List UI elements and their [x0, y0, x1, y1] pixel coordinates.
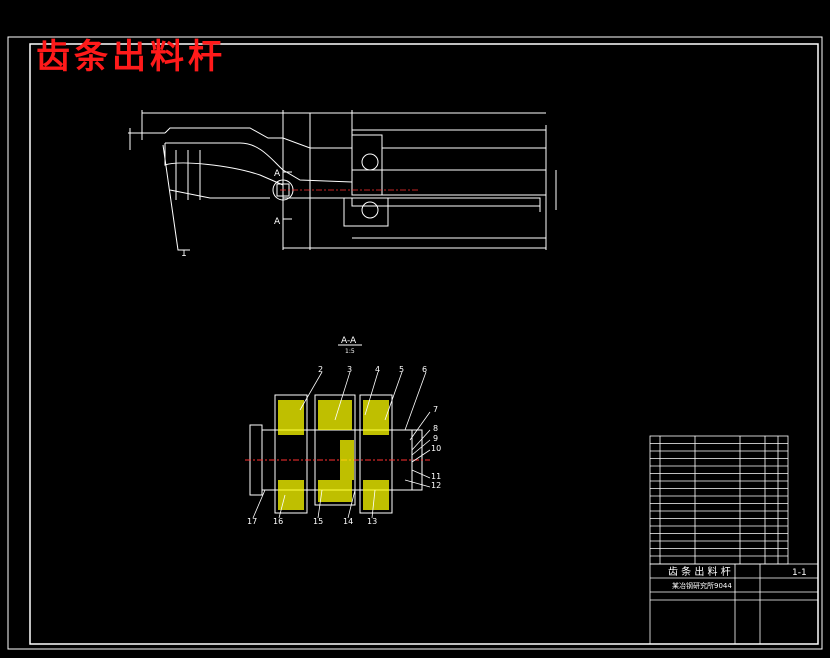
hatch-7: [340, 440, 354, 480]
arm-bottom-edge: [169, 189, 270, 199]
section-right-gear: [359, 394, 393, 514]
section-view: A-A 1:5: [245, 336, 441, 526]
callout-9: 9: [433, 434, 438, 443]
hatch-4: [318, 480, 352, 502]
pin-circle-upper: [361, 153, 379, 171]
inner-frame: [29, 43, 819, 645]
section-label: A-A: [341, 336, 357, 346]
leader-16: [278, 494, 286, 519]
leader-15: [317, 489, 323, 519]
pin-circle-lower: [361, 201, 379, 219]
title-block-sheet: 1-1: [792, 568, 807, 578]
leader-11: [411, 469, 431, 479]
callout-6: 6: [422, 365, 427, 374]
leader-6: [404, 371, 427, 431]
hatch-6: [363, 480, 389, 510]
leader-10: [411, 449, 431, 463]
callout-2: 2: [318, 365, 323, 374]
arm-top-edge: [164, 127, 352, 149]
title-block-frame: [649, 563, 819, 645]
title-block-text: 齿 条 出 料 杆 1-1 某冶钢研究所9044: [668, 565, 807, 590]
title-block-name: 齿 条 出 料 杆: [668, 565, 731, 578]
callout-17: 17: [247, 517, 257, 526]
section-arrows: [283, 171, 292, 220]
title-block-code: 某冶钢研究所9044: [672, 581, 732, 590]
main-view: [128, 110, 557, 251]
rack-bar-upper: [381, 147, 547, 171]
view-mark-a-top: A: [274, 169, 281, 179]
leader-3: [334, 371, 351, 421]
hatch-1: [278, 400, 304, 435]
hatch-3: [318, 400, 352, 430]
leader-2: [299, 371, 323, 411]
section-marks: A A 1: [181, 169, 281, 259]
arm-lower-edge: [164, 143, 352, 199]
lower-bracket: [343, 197, 389, 227]
arm-mid-edge: [165, 142, 353, 183]
outer-frame: [7, 36, 823, 650]
parts-rows: [650, 443, 788, 557]
section-left-gear: [274, 394, 308, 514]
callout-13: 13: [367, 517, 377, 526]
leader-12: [404, 479, 431, 488]
section-scale: 1:5: [345, 348, 355, 355]
parts-list-frame: [649, 435, 789, 565]
parts-list: [649, 435, 819, 645]
callout-11: 11: [431, 472, 441, 481]
callout-12: 12: [431, 481, 441, 490]
callout-leaders: [252, 371, 431, 519]
callout-numbers: 2 3 4 5 6 7 8 9 10 11 12 13 14 15 16 17: [247, 365, 441, 526]
section-center: [314, 394, 356, 506]
leader-part-1: [162, 144, 190, 251]
callout-4: 4: [375, 365, 380, 374]
section-hatching: [278, 400, 389, 510]
callout-14: 14: [343, 517, 353, 526]
part-label-1: 1: [181, 249, 187, 259]
hatch-5: [363, 400, 389, 435]
view-mark-a-bottom: A: [274, 217, 281, 227]
callout-7: 7: [433, 405, 438, 414]
callout-16: 16: [273, 517, 283, 526]
leader-17: [252, 489, 266, 519]
drawing-title-red: 齿条出料杆: [36, 37, 226, 77]
leader-7: [409, 411, 431, 441]
callout-15: 15: [313, 517, 323, 526]
leader-5: [384, 371, 403, 421]
callout-8: 8: [433, 424, 438, 433]
rack-bar: [351, 169, 547, 196]
callout-5: 5: [399, 365, 404, 374]
leader-8: [411, 429, 431, 451]
leader-13: [371, 489, 376, 519]
leader-14: [347, 489, 356, 519]
leader-4: [364, 371, 379, 416]
leader-9: [411, 439, 431, 456]
callout-3: 3: [347, 365, 352, 374]
rack-bottom-bar: [351, 197, 541, 207]
callout-10: 10: [431, 444, 441, 453]
